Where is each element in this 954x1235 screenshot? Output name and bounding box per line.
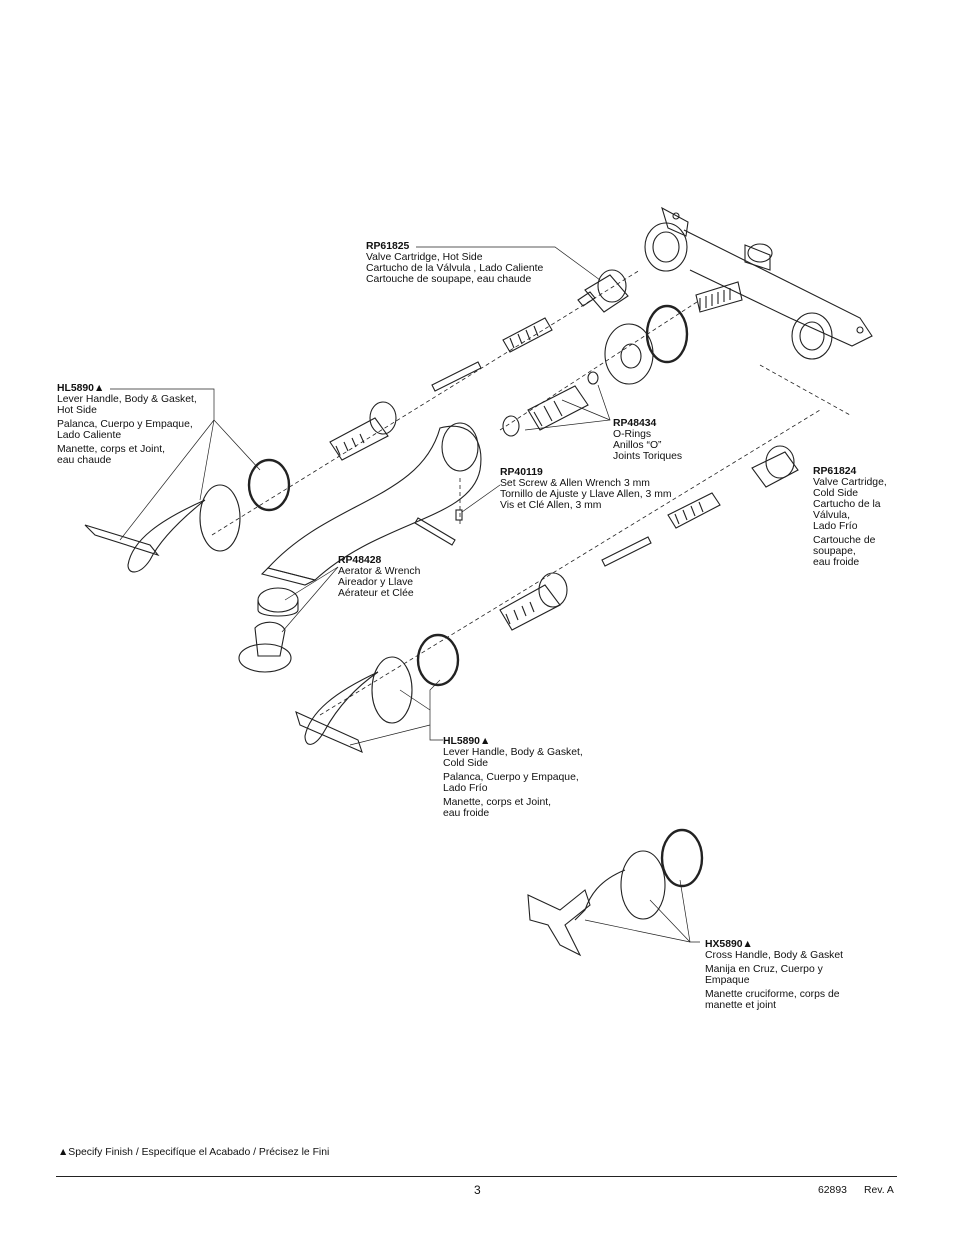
description-line: Manija en Cruz, Cuerpo y [705,964,823,975]
escutcheon-illustration [502,304,689,437]
allen-wrench-illustration [414,509,463,546]
description-line: Cartouche de soupape, eau chaude [366,274,532,285]
part-number: RP48434 [613,418,657,429]
description-line: Cartucho de la [813,499,881,510]
document-number: 62893 [818,1185,847,1196]
description-line: Aérateur et Clée [338,588,414,599]
description-line: Vis et Clé Allen, 3 mm [500,500,602,511]
description-line: Cold Side [443,758,489,769]
part-number: RP48428 [338,555,382,566]
description-line: Lado Frío [813,521,858,532]
assembly-axis-lines [211,269,851,716]
description-line: Valve Cartridge, Hot Side [366,252,483,263]
callout-rp61824: RP61824 Valve Cartridge, Cold Side Cartu… [813,466,887,568]
description-line: Manette, corps et Joint, [443,797,552,808]
description-line: Lado Caliente [57,430,122,441]
part-number: RP40119 [500,467,543,478]
description-line: Set Screw & Allen Wrench 3 mm [500,478,650,489]
part-number: RP61825 [366,241,410,252]
finish-footnote: ▲Specify Finish / Especifíque el Acabado… [58,1147,330,1158]
part-number: HX5890▲ [705,939,753,950]
callout-hl5890-hot: HL5890▲ Lever Handle, Body & Gasket, Hot… [57,383,197,466]
part-number: RP61824 [813,466,857,477]
description-line: eau froide [443,808,490,819]
description-line: Hot Side [57,405,97,416]
hot-cartridge-illustration [431,269,629,392]
description-line: manette et joint [705,1000,777,1011]
part-number: HL5890▲ [57,383,105,394]
description-line: eau chaude [57,455,112,466]
description-line: Válvula, [813,510,850,521]
description-line: Palanca, Cuerpo y Empaque, [443,772,579,783]
callout-leader-lines [110,246,700,943]
description-line: Lever Handle, Body & Gasket, [443,747,583,758]
description-line: Aireador y Llave [338,577,414,588]
description-line: soupape, [813,546,856,557]
callout-rp48428: RP48428 Aerator & Wrench Aireador y Llav… [338,555,420,599]
callout-hx5890: HX5890▲ Cross Handle, Body & Gasket Mani… [705,939,843,1011]
description-line: Cold Side [813,488,859,499]
cross-handle-illustration [527,828,704,957]
cold-lever-handle-illustration [295,656,413,753]
valve-body-illustration [644,206,873,360]
description-line: Palanca, Cuerpo y Empaque, [57,419,193,430]
description-line: Aerator & Wrench [338,566,421,577]
part-number: HL5890▲ [443,736,491,747]
hot-lever-handle-illustration [84,484,241,573]
description-line: eau froide [813,557,860,568]
document-revision: Rev. A [864,1185,894,1196]
description-line: Empaque [705,975,750,986]
callout-rp61825: RP61825 Valve Cartridge, Hot Side Cartuc… [366,241,543,285]
page-number: 3 [474,1183,481,1197]
cold-stem-insert-illustration [416,572,568,687]
description-line: Cartucho de la Válvula , Lado Caliente [366,263,544,274]
description-line: Cartouche de [813,535,876,546]
description-line: Valve Cartridge, [813,477,887,488]
cold-cartridge-illustration [601,445,799,567]
description-line: Manette cruciforme, corps de [705,989,840,1000]
description-line: Joints Toriques [613,451,683,462]
description-line: Anillos “O” [613,440,662,451]
footer-divider [56,1176,897,1177]
spout-illustration [260,422,482,586]
description-line: Lever Handle, Body & Gasket, [57,394,197,405]
description-line: O-Rings [613,429,652,440]
description-line: Lado Frío [443,783,488,794]
callout-rp40119: RP40119 Set Screw & Allen Wrench 3 mm To… [500,467,672,511]
description-line: Cross Handle, Body & Gasket [705,950,844,961]
aerator-illustration [238,587,299,673]
callout-rp48434: RP48434 O-Rings Anillos “O” Joints Toriq… [613,418,682,462]
hot-stem-insert-illustration [247,401,397,512]
description-line: Manette, corps et Joint, [57,444,166,455]
description-line: Tornillo de Ajuste y Llave Allen, 3 mm [500,489,672,500]
callout-hl5890-cold: HL5890▲ Lever Handle, Body & Gasket, Col… [443,736,583,819]
